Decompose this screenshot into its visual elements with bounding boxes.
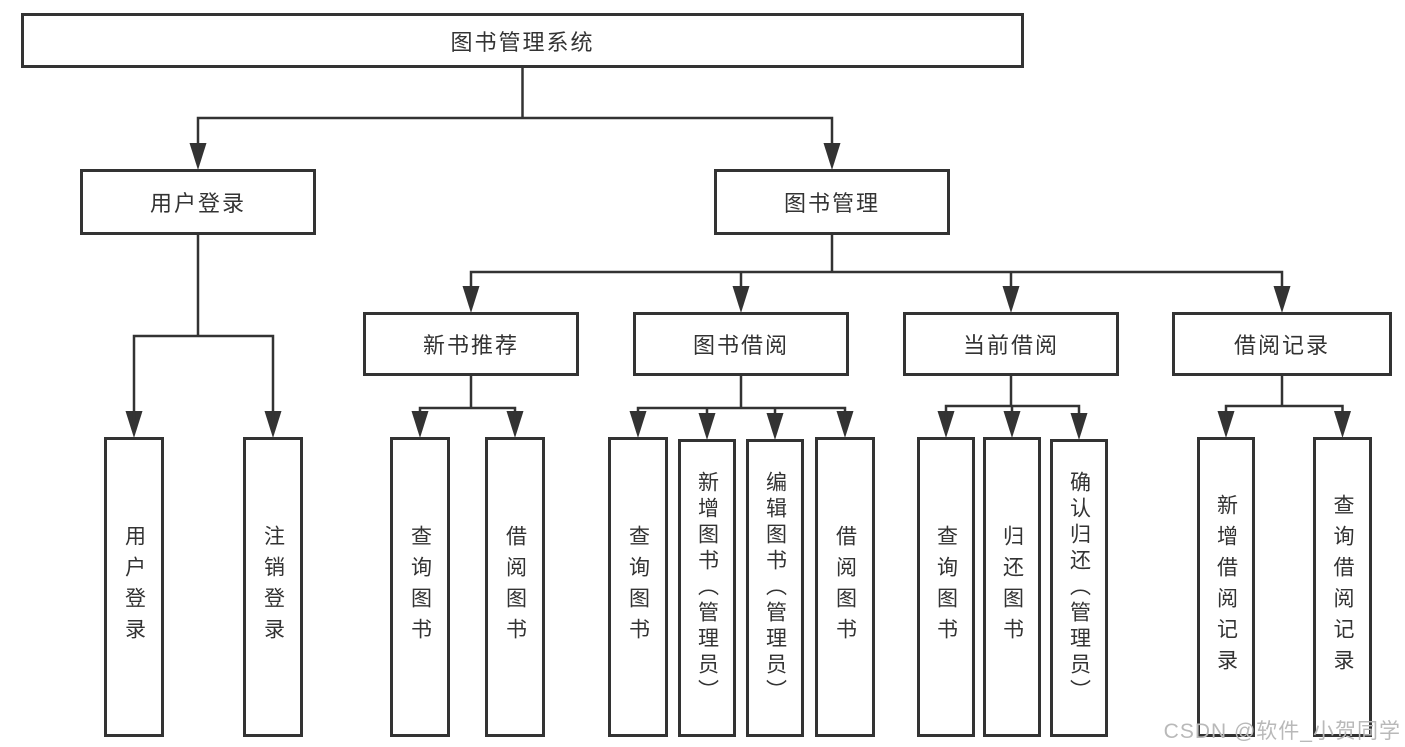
- node-root: 图书管理系统: [21, 13, 1024, 68]
- arrowhead: [732, 286, 750, 313]
- node-label-leaf-logout: 注销登录: [261, 525, 285, 649]
- node-leaf-borrow-book-1: 借阅图书: [485, 437, 545, 737]
- node-leaf-query-book-2: 查询图书: [608, 437, 668, 737]
- node-label-borrow-records: 借阅记录: [1233, 333, 1330, 358]
- arrowhead: [1003, 411, 1021, 438]
- node-leaf-borrow-book-2: 借阅图书: [815, 437, 875, 737]
- node-book-borrow: 图书借阅: [633, 312, 849, 376]
- node-label-leaf-borrow-book-1: 借阅图书: [503, 525, 527, 649]
- node-label-leaf-query-book-2: 查询图书: [626, 525, 650, 649]
- watermark: CSDN @软件_小贺同学: [1163, 720, 1401, 743]
- node-label-leaf-query-book-1: 查询图书: [408, 525, 432, 649]
- node-current-borrow: 当前借阅: [903, 312, 1119, 376]
- node-label-leaf-add-record: 新增借阅记录: [1214, 494, 1238, 680]
- arrowhead: [506, 411, 524, 438]
- node-leaf-add-record: 新增借阅记录: [1197, 437, 1255, 737]
- node-borrow-records: 借阅记录: [1172, 312, 1392, 376]
- node-label-current-borrow: 当前借阅: [962, 333, 1059, 358]
- node-leaf-confirm-return: 确认归还（管理员）: [1050, 439, 1108, 737]
- arrowhead: [937, 411, 955, 438]
- arrowhead: [698, 413, 716, 440]
- arrowhead: [1002, 286, 1020, 313]
- node-label-book-borrow: 图书借阅: [692, 333, 789, 358]
- arrowhead: [629, 411, 647, 438]
- node-label-leaf-return-book: 归还图书: [1000, 525, 1024, 649]
- node-label-leaf-query-record: 查询借阅记录: [1331, 494, 1354, 680]
- arrowhead: [125, 411, 143, 438]
- node-leaf-query-book-3: 查询图书: [917, 437, 975, 737]
- node-leaf-user-login: 用户登录: [104, 437, 164, 737]
- node-label-leaf-query-book-3: 查询图书: [934, 525, 958, 649]
- node-user-login: 用户登录: [80, 169, 316, 235]
- node-book-mgmt: 图书管理: [714, 169, 950, 235]
- node-leaf-add-book: 新增图书（管理员）: [678, 439, 736, 737]
- arrowhead: [462, 286, 480, 313]
- node-label-leaf-user-login: 用户登录: [122, 525, 146, 649]
- arrowhead: [766, 413, 784, 440]
- node-leaf-query-record: 查询借阅记录: [1313, 437, 1372, 737]
- arrowhead: [1070, 413, 1088, 440]
- arrowhead: [189, 143, 207, 170]
- node-new-book-rec: 新书推荐: [363, 312, 579, 376]
- node-leaf-return-book: 归还图书: [983, 437, 1041, 737]
- arrowhead: [1334, 411, 1351, 438]
- node-label-new-book-rec: 新书推荐: [422, 333, 519, 358]
- node-leaf-logout: 注销登录: [243, 437, 303, 737]
- arrowhead: [836, 411, 854, 438]
- arrowhead: [411, 411, 429, 438]
- arrowhead: [1273, 286, 1291, 313]
- arrowhead: [1217, 411, 1235, 438]
- node-label-leaf-confirm-return: 确认归还（管理员）: [1067, 471, 1091, 705]
- node-label-user-login: 用户登录: [149, 191, 246, 216]
- node-label-book-mgmt: 图书管理: [783, 191, 880, 216]
- arrowhead: [264, 411, 282, 438]
- node-label-leaf-edit-book: 编辑图书（管理员）: [763, 471, 787, 705]
- node-label-leaf-add-book: 新增图书（管理员）: [695, 471, 719, 705]
- arrowhead: [823, 143, 841, 170]
- node-label-root: 图书管理系统: [450, 29, 595, 55]
- node-label-leaf-borrow-book-2: 借阅图书: [833, 525, 857, 649]
- node-leaf-query-book-1: 查询图书: [390, 437, 450, 737]
- node-leaf-edit-book: 编辑图书（管理员）: [746, 439, 804, 737]
